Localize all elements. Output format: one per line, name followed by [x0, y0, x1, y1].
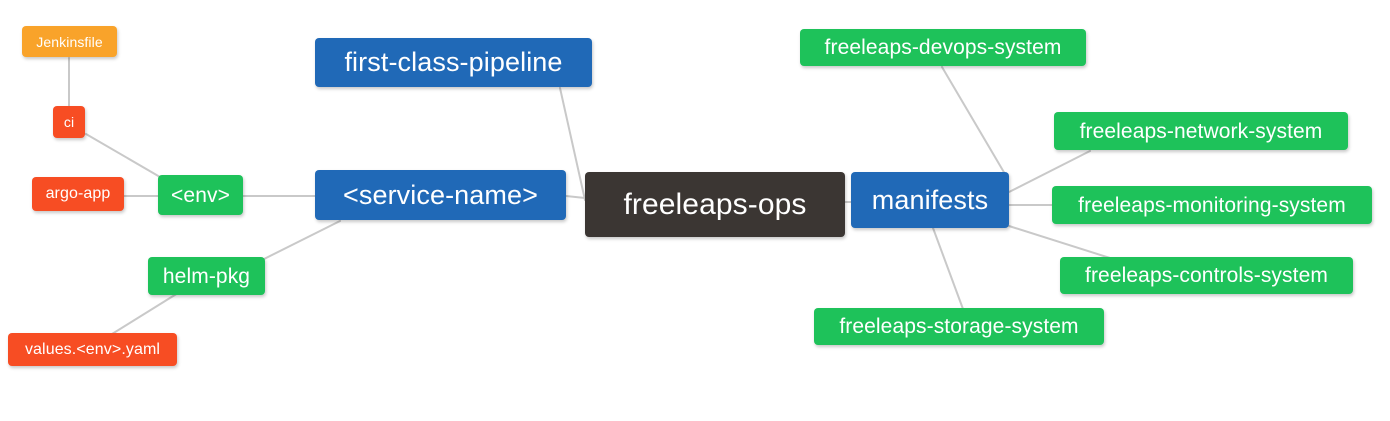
- node-jenkinsfile[interactable]: Jenkinsfile: [22, 26, 117, 57]
- node-ci[interactable]: ci: [53, 106, 85, 138]
- node-first-class-pipeline[interactable]: first-class-pipeline: [315, 38, 592, 87]
- node-root[interactable]: freeleaps-ops: [585, 172, 845, 237]
- node-label-jenkinsfile: Jenkinsfile: [36, 33, 103, 50]
- edge-manifests-to-freeleaps-storage-system: [932, 227, 964, 310]
- node-env[interactable]: <env>: [158, 175, 243, 215]
- node-freeleaps-monitoring-system[interactable]: freeleaps-monitoring-system: [1052, 186, 1372, 224]
- node-freeleaps-network-system[interactable]: freeleaps-network-system: [1054, 112, 1348, 150]
- edge-manifests-to-freeleaps-controls-system: [1008, 225, 1111, 259]
- node-label-freeleaps-monitoring-system: freeleaps-monitoring-system: [1078, 193, 1346, 217]
- node-label-first-class-pipeline: first-class-pipeline: [344, 47, 563, 77]
- node-label-env: <env>: [171, 183, 230, 207]
- node-label-values-yaml: values.<env>.yaml: [24, 340, 161, 358]
- node-manifests[interactable]: manifests: [851, 172, 1009, 228]
- node-label-freeleaps-storage-system: freeleaps-storage-system: [839, 315, 1079, 338]
- edge-manifests-to-freeleaps-devops-system: [941, 66, 1006, 175]
- node-argo-app[interactable]: argo-app: [32, 177, 124, 211]
- node-label-root: freeleaps-ops: [623, 187, 807, 221]
- node-label-freeleaps-network-system: freeleaps-network-system: [1079, 119, 1323, 143]
- node-freeleaps-devops-system[interactable]: freeleaps-devops-system: [800, 29, 1086, 66]
- edge-service-name-to-helm-pkg: [261, 220, 341, 261]
- node-freeleaps-controls-system[interactable]: freeleaps-controls-system: [1060, 257, 1353, 294]
- node-label-service-name: <service-name>: [343, 179, 538, 210]
- edge-helm-pkg-to-values-yaml: [111, 292, 179, 335]
- node-freeleaps-storage-system[interactable]: freeleaps-storage-system: [814, 308, 1104, 345]
- node-label-freeleaps-devops-system: freeleaps-devops-system: [824, 36, 1062, 59]
- node-service-name[interactable]: <service-name>: [315, 170, 566, 220]
- node-values-yaml[interactable]: values.<env>.yaml: [8, 333, 177, 366]
- edge-env-to-ci: [85, 133, 161, 178]
- node-helm-pkg[interactable]: helm-pkg: [148, 257, 265, 295]
- node-label-ci: ci: [63, 114, 75, 130]
- node-label-argo-app: argo-app: [45, 185, 111, 202]
- edge-first-class-pipeline-to-service-name: [565, 195, 586, 199]
- node-label-helm-pkg: helm-pkg: [162, 264, 251, 288]
- node-label-manifests: manifests: [871, 184, 989, 215]
- node-label-freeleaps-controls-system: freeleaps-controls-system: [1085, 264, 1328, 287]
